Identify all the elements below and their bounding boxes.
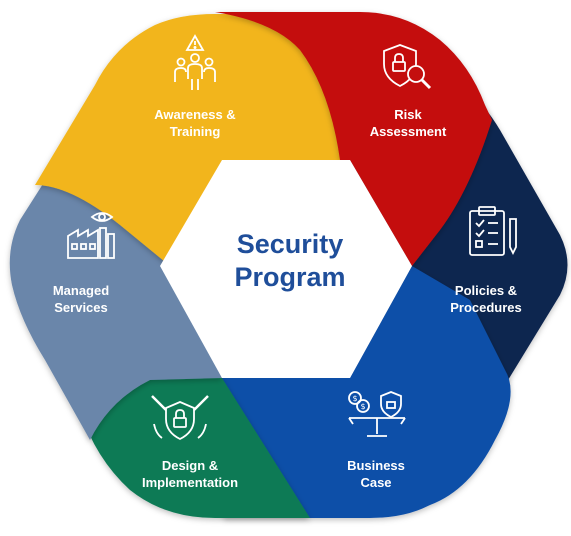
- policies-label-line2: Procedures: [450, 300, 522, 315]
- awareness-label-line1: Awareness &: [154, 107, 236, 122]
- business-label-line1: Business: [347, 458, 405, 473]
- risk-label-line1: Risk: [394, 107, 422, 122]
- policies-label-line1: Policies &: [454, 283, 518, 298]
- svg-text:$: $: [352, 394, 357, 403]
- people-alert-icon: [174, 34, 216, 90]
- managed-label-line1: Managed: [52, 283, 110, 298]
- segment-label-business: Business Case: [306, 457, 446, 491]
- business-label-line2: Case: [360, 475, 392, 490]
- risk-label-line2: Assessment: [369, 124, 447, 139]
- awareness-label-line2: Training: [169, 124, 221, 139]
- center-title-line1: Security: [236, 229, 344, 259]
- center-hexagon: [160, 160, 412, 378]
- segment-label-policies: Policies & Procedures: [416, 282, 556, 316]
- segment-awareness: [35, 14, 345, 266]
- segment-label-awareness: Awareness & Training: [125, 106, 265, 140]
- shield-search-icon: [383, 44, 432, 90]
- svg-text:$: $: [360, 402, 365, 411]
- managed-label-line2: Services: [54, 300, 108, 315]
- segment-design: [70, 266, 360, 518]
- shield-tools-icon: [151, 395, 209, 441]
- center-title: Security Program: [185, 228, 395, 294]
- segment-label-design: Design & Implementation: [120, 457, 260, 491]
- segment-label-risk: Risk Assessment: [338, 106, 478, 140]
- design-label-line2: Implementation: [141, 475, 239, 490]
- design-label-line1: Design &: [161, 458, 219, 473]
- segment-label-managed: Managed Services: [11, 282, 151, 316]
- balance-scale-icon: $ $: [348, 391, 406, 437]
- factory-eye-icon: [67, 212, 115, 259]
- clipboard-checklist-icon: [469, 206, 517, 256]
- center-title-line2: Program: [234, 262, 346, 292]
